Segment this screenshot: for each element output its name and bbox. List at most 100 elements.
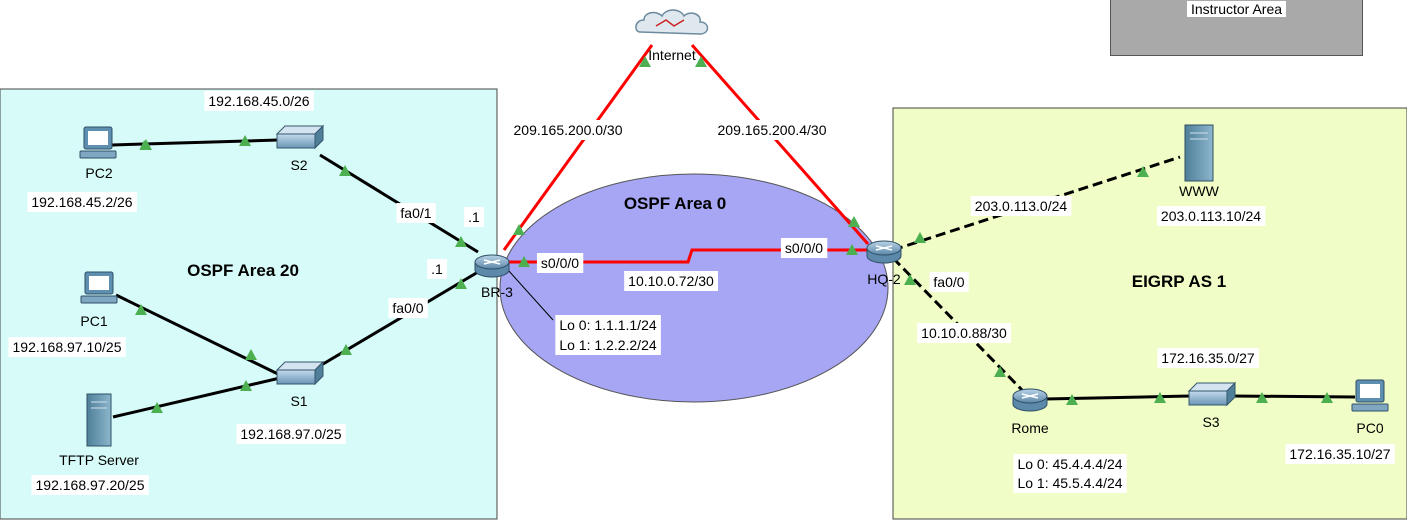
port-up-icon-group bbox=[135, 56, 1333, 413]
www-ip-label: 203.0.113.10/24 bbox=[1161, 208, 1261, 224]
net-10-10-0-72-label: 10.10.0.72/30 bbox=[628, 273, 714, 289]
port-up-icon bbox=[914, 232, 926, 243]
s1-label-group: S1 bbox=[290, 393, 307, 409]
port-up-icon bbox=[340, 344, 352, 355]
br3-lo0-label-background bbox=[555, 315, 661, 335]
pc0-label: PC0 bbox=[1356, 420, 1383, 436]
pc0-ip-label: 172.16.35.10/27 bbox=[1289, 446, 1390, 462]
net-209-4-label-group: 209.165.200.4/30 bbox=[713, 120, 831, 140]
tftp-server-icon[interactable] bbox=[86, 393, 112, 447]
net-172-16-35-label: 172.16.35.0/27 bbox=[1161, 350, 1255, 366]
pc1-label: PC1 bbox=[80, 313, 107, 329]
port-up-icon bbox=[904, 274, 916, 285]
rome-router-icon[interactable] bbox=[1012, 388, 1048, 412]
internet-label-group: Internet bbox=[648, 47, 696, 63]
internet-label: Internet bbox=[648, 47, 696, 63]
net-172-16-35-label-background bbox=[1157, 348, 1259, 368]
pc0-ip-label-group: 172.16.35.10/27 bbox=[1285, 444, 1395, 464]
instructor-area-label: Instructor Area bbox=[1186, 1, 1287, 17]
br3-fa00-ip-label-background bbox=[427, 259, 448, 279]
port-up-icon bbox=[846, 244, 858, 255]
br3-fa01-label-group: fa0/1 bbox=[396, 203, 436, 223]
pc2-ip-label: 192.168.45.2/26 bbox=[31, 194, 132, 210]
eigrp-as-1-title-group: EIGRP AS 1 bbox=[1132, 272, 1226, 291]
net-10-10-0-88-label-group: 10.10.0.88/30 bbox=[917, 323, 1012, 343]
s2-switch-icon[interactable] bbox=[275, 124, 325, 150]
pc2-label-group: PC2 bbox=[85, 165, 112, 181]
port-up-icon bbox=[1137, 166, 1149, 177]
br3-s000-label: s0/0/0 bbox=[541, 255, 579, 271]
hq2-fa00-label-background bbox=[929, 272, 969, 292]
rome-label: Rome bbox=[1011, 420, 1049, 436]
br3-lo1-label: Lo 1: 1.2.2.2/24 bbox=[559, 337, 657, 353]
br3-fa01-ip-label-group: .1 bbox=[464, 207, 485, 227]
link-br3-internet bbox=[502, 44, 654, 251]
rome-lo0-label-background bbox=[1013, 454, 1127, 474]
tftp-ip-label: 192.168.97.20/25 bbox=[36, 477, 145, 493]
hq2-s000-label-group: s0/0/0 bbox=[780, 238, 828, 258]
br3-lo0-label-group: Lo 0: 1.1.1.1/24 bbox=[555, 315, 661, 335]
br3-label-group: BR-3 bbox=[481, 284, 513, 300]
net-10-10-0-88-label-background bbox=[917, 323, 1012, 343]
rome-lo1-label-group: Lo 1: 45.5.4.4/24 bbox=[1013, 473, 1127, 493]
hq2-label-group: HQ-2 bbox=[867, 271, 901, 287]
pc1-icon[interactable] bbox=[80, 271, 118, 304]
br3-fa00-ip-label: .1 bbox=[431, 261, 443, 277]
s1-switch-icon[interactable] bbox=[275, 360, 325, 386]
pc1-ip-label-group: 192.168.97.10/25 bbox=[8, 337, 126, 357]
internet-cloud-icon[interactable] bbox=[635, 9, 709, 35]
br3-fa00-ip-label-group: .1 bbox=[427, 259, 448, 279]
link-rome-s3 bbox=[1044, 394, 1191, 401]
pc1-label-group: PC1 bbox=[80, 313, 107, 329]
br3-lo1-label-group: Lo 1: 1.2.2.2/24 bbox=[555, 335, 661, 355]
br3-fa01-ip-label-background bbox=[464, 207, 485, 227]
br3-router-icon[interactable] bbox=[474, 254, 510, 278]
instructor-area: Instructor Area bbox=[1110, 0, 1363, 56]
port-up-icon bbox=[513, 224, 525, 235]
net-209-0-label-background bbox=[509, 120, 627, 140]
port-up-icon bbox=[639, 56, 651, 67]
hq2-s000-label: s0/0/0 bbox=[785, 240, 823, 256]
rome-label-group: Rome bbox=[1011, 420, 1049, 436]
br3-fa00-label-background bbox=[388, 298, 428, 318]
port-up-icon bbox=[518, 256, 530, 267]
hq2-label: HQ-2 bbox=[867, 271, 901, 287]
pc0-icon[interactable] bbox=[1351, 379, 1389, 412]
br3-fa00-label-group: fa0/0 bbox=[388, 298, 428, 318]
br3-fa00-label: fa0/0 bbox=[392, 300, 423, 316]
net-192-168-45-label: 192.168.45.0/26 bbox=[208, 93, 309, 109]
www-server-icon[interactable] bbox=[1184, 124, 1214, 182]
link-hq2-internet bbox=[690, 44, 870, 245]
link-br3-loopback-callout bbox=[507, 269, 554, 321]
port-up-icon bbox=[848, 216, 860, 227]
port-up-icon bbox=[1256, 392, 1268, 403]
pc1-ip-label: 192.168.97.10/25 bbox=[13, 339, 122, 355]
net-192-168-97-label-group: 192.168.97.0/25 bbox=[236, 424, 346, 444]
tftp-ip-label-group: 192.168.97.20/25 bbox=[31, 475, 149, 495]
net-203-label-background bbox=[970, 196, 1072, 216]
tftp-server-label: TFTP Server bbox=[59, 452, 139, 468]
net-10-10-0-88-label: 10.10.0.88/30 bbox=[921, 325, 1007, 341]
rome-lo1-label-background bbox=[1013, 473, 1127, 493]
net-10-10-0-72-label-group: 10.10.0.72/30 bbox=[624, 271, 719, 291]
rome-lo0-label: Lo 0: 45.4.4.4/24 bbox=[1017, 456, 1122, 472]
port-up-icon bbox=[455, 236, 467, 247]
link-tftp-s1 bbox=[112, 376, 281, 419]
pc2-ip-label-background bbox=[27, 192, 137, 212]
hq2-router-icon[interactable] bbox=[866, 240, 902, 264]
ospf-area-0-title: OSPF Area 0 bbox=[624, 194, 726, 213]
port-up-icon bbox=[245, 349, 257, 360]
port-up-icon bbox=[1066, 394, 1078, 405]
port-up-icon bbox=[1321, 392, 1333, 403]
port-up-icon bbox=[140, 139, 152, 150]
pc2-icon[interactable] bbox=[79, 126, 117, 159]
pc0-label-group: PC0 bbox=[1356, 420, 1383, 436]
s3-switch-icon[interactable] bbox=[1187, 381, 1237, 407]
hq2-s000-label-background bbox=[780, 238, 828, 258]
port-up-icon bbox=[239, 135, 251, 146]
ospf-area-0-title-group: OSPF Area 0 bbox=[624, 194, 726, 213]
s2-label: S2 bbox=[290, 157, 307, 173]
net-209-4-label-background bbox=[713, 120, 831, 140]
net-209-0-label: 209.165.200.0/30 bbox=[514, 122, 623, 138]
